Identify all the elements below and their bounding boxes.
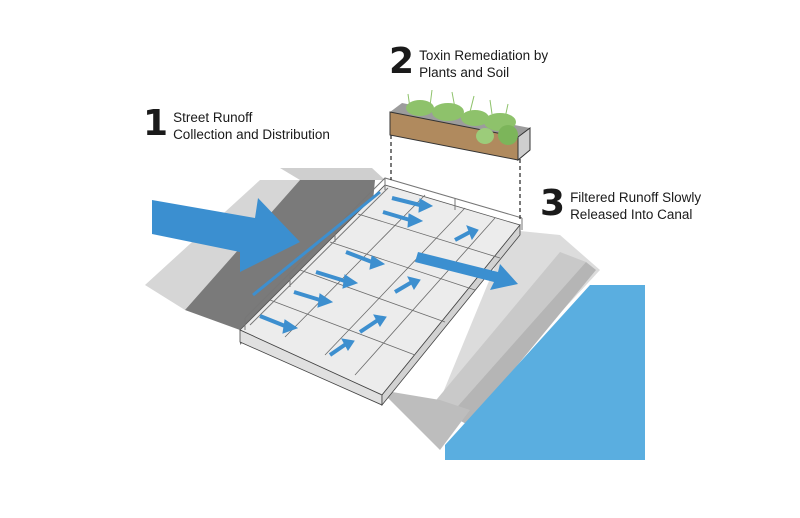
callout-street-runoff: 1 Street Runoff Collection and Distribut… [143,103,330,144]
flow-arrow-head [341,338,355,351]
filtered-runoff-arrow [415,252,518,290]
flow-arrow-head [317,293,334,308]
callout-line-2: Collection and Distribution [173,127,330,142]
planter-section-inset [389,89,531,162]
flow-arrow-head [407,276,421,290]
callout-text: Toxin Remediation by Plants and Soil [419,47,548,81]
flow-arrow-head [418,198,434,213]
flow-arrow [393,280,414,294]
flow-arrow [391,196,421,207]
flow-arrow [259,314,286,328]
callout-number: 1 [143,103,168,144]
callout-line-2: Plants and Soil [419,65,510,80]
street-surface [185,180,375,345]
callout-text: Street Runoff Collection and Distributio… [173,109,330,143]
flow-arrows [252,190,479,357]
flow-arrow [345,250,373,264]
callout-line-1: Filtered Runoff Slowly [570,190,702,205]
street-runoff-arrow [152,198,300,272]
planter-railing [244,177,523,330]
flow-arrow [382,210,411,222]
flow-arrow-head [407,213,424,228]
projection-lines [390,135,521,222]
flow-arrow-head [466,225,479,241]
flow-arrow-head [373,314,387,327]
flow-arrow [293,290,321,302]
flow-arrow-head [342,274,359,289]
flow-arrow-head [369,255,386,270]
callout-number: 2 [389,41,414,82]
curb-top [280,168,385,180]
callout-text: Filtered Runoff Slowly Released Into Can… [570,189,701,223]
callout-line-1: Toxin Remediation by [419,48,549,63]
callout-toxin-remediation: 2 Toxin Remediation by Plants and Soil [389,41,548,82]
flow-arrow [454,230,471,242]
flow-arrow [328,342,348,357]
callout-number: 3 [540,183,565,224]
step-top [432,252,586,415]
callout-line-2: Released Into Canal [570,207,693,222]
flow-arrow [315,270,346,283]
flow-arrow [252,190,381,297]
canal-water [445,285,645,460]
callout-filtered-runoff: 3 Filtered Runoff Slowly Released Into C… [540,183,701,224]
step-face [450,262,596,425]
flow-arrow [358,318,380,334]
inset-plants [406,100,518,145]
flow-arrow-head [282,319,299,334]
callout-line-1: Street Runoff [173,110,253,125]
embankment-face [380,390,470,450]
inset-end [517,127,531,162]
inset-grass [407,89,509,119]
